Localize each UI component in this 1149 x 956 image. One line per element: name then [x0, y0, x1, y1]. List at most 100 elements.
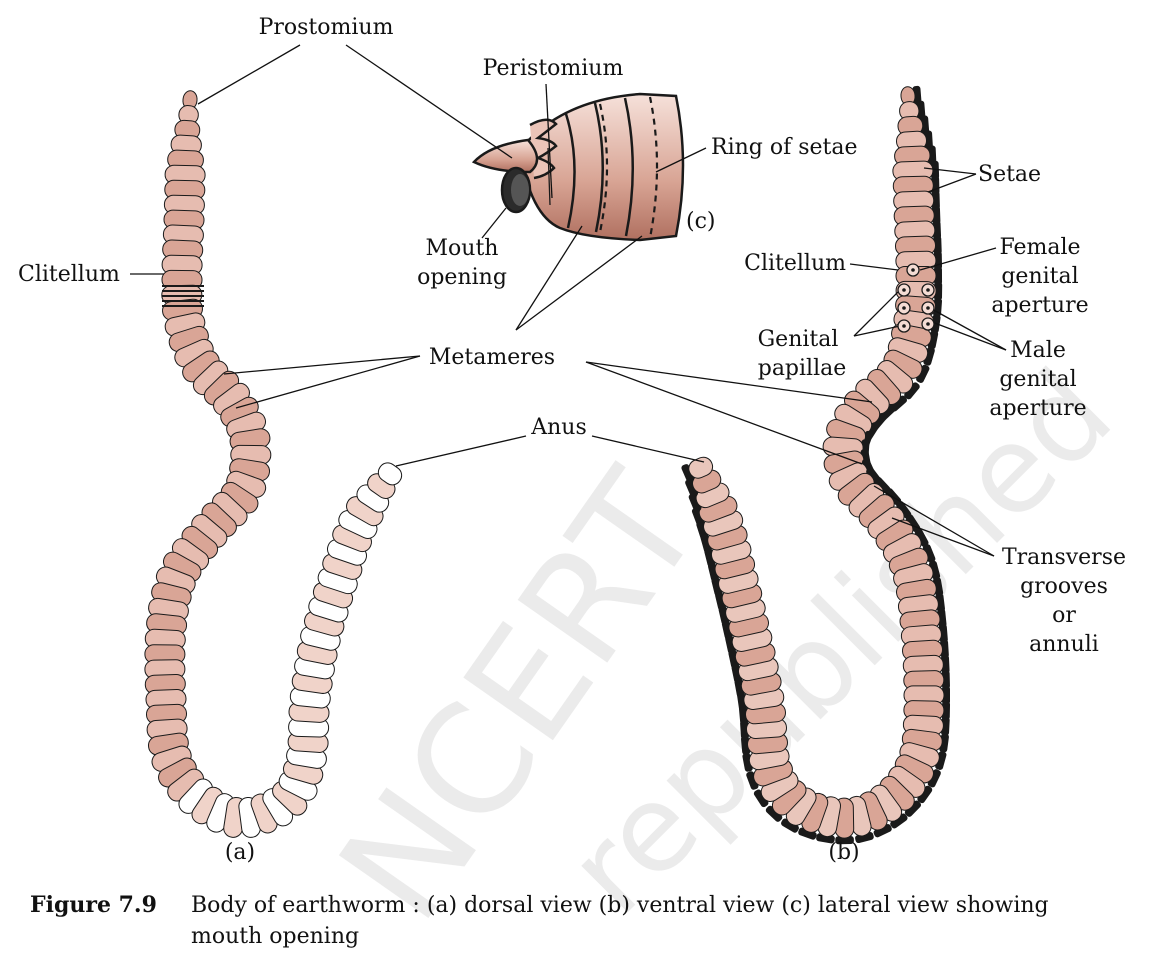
body-segment — [902, 654, 950, 676]
ring-of-setae-line — [648, 96, 659, 239]
leader-female-aperture — [919, 247, 997, 271]
leader-grooves-2 — [891, 517, 995, 557]
leader-metameres-c2 — [515, 235, 643, 331]
lateral-front-ring — [564, 113, 576, 229]
body-segment — [377, 462, 403, 486]
segment-shadow — [931, 190, 940, 210]
segment-shadow — [941, 716, 950, 736]
worm-lateral-view — [471, 92, 685, 242]
lateral-segment-line — [623, 97, 634, 237]
aperture-dot — [926, 288, 930, 292]
segment-ring — [377, 462, 403, 486]
worm-ventral-view — [681, 85, 951, 845]
segment-shadow — [890, 813, 908, 829]
segment-shadow — [904, 382, 920, 400]
label-female-aperture-1: Female — [999, 235, 1080, 260]
segment-shadow — [798, 827, 817, 840]
leader-setae-2 — [927, 173, 977, 193]
leader-setae-1 — [923, 167, 977, 175]
aperture-dot — [926, 322, 930, 326]
aperture-dot — [926, 306, 930, 310]
segment-shadow — [765, 805, 783, 822]
watermark: NCERT republished — [307, 344, 1138, 950]
leader-metameres-a2 — [235, 355, 421, 409]
leader-lines — [130, 44, 1007, 557]
segment-shadow — [941, 701, 951, 720]
label-genital-papillae-1: Genital — [758, 327, 839, 352]
body-segment — [900, 85, 922, 106]
label-grooves-3: or — [1052, 603, 1076, 628]
label-male-aperture-1: Male — [1010, 338, 1066, 363]
segment-shadow — [835, 835, 854, 845]
body-segment — [753, 770, 799, 808]
segment-shadow — [685, 478, 698, 498]
segment-shadow — [931, 205, 941, 225]
leader-male-aperture-2 — [931, 321, 1007, 351]
segment-shadow — [933, 266, 943, 285]
lateral-body — [518, 92, 685, 242]
genital-region — [897, 263, 935, 333]
labels: Prostomium Peristomium Ring of setae Mou… — [18, 15, 1126, 865]
body-segment — [879, 775, 922, 817]
label-female-aperture-3: aperture — [991, 293, 1088, 318]
label-view-b: (b) — [828, 840, 859, 865]
body-segment — [888, 544, 936, 576]
leader-clitellum-b — [849, 263, 899, 271]
leader-metameres-b1 — [585, 361, 873, 403]
body-segment — [895, 250, 943, 271]
body-segment — [894, 235, 942, 256]
label-clitellum-b: Clitellum — [744, 251, 846, 276]
leader-metameres-a1 — [223, 355, 421, 375]
leader-male-aperture-1 — [929, 307, 1007, 351]
segment-shadow — [923, 346, 935, 366]
label-prostomium: Prostomium — [259, 15, 394, 40]
segment-shadow — [940, 654, 950, 674]
body-segment — [848, 476, 891, 518]
label-metameres: Metameres — [429, 345, 555, 370]
body-segment — [893, 190, 940, 211]
segment-shadow — [681, 464, 695, 483]
label-clitellum-a: Clitellum — [18, 262, 120, 287]
segment-shadow — [927, 769, 941, 788]
ring-of-setae-line — [598, 103, 609, 233]
figure-caption-text: Body of earthworm : (a) dorsal view (b) … — [191, 893, 1049, 949]
label-mouth-opening-1: Mouth — [426, 236, 499, 261]
segment-shadow — [914, 528, 929, 547]
segment-shadow — [922, 544, 936, 563]
leader-mouth-opening — [481, 207, 507, 239]
segment-shadow — [932, 220, 942, 240]
label-grooves-2: grooves — [1020, 574, 1108, 599]
leader-papillae-1 — [853, 289, 901, 337]
leader-prostomium-c — [345, 44, 513, 159]
body-segment — [894, 145, 937, 167]
segment-shadow — [934, 281, 943, 301]
segment-ring — [688, 456, 714, 479]
body-segment — [781, 787, 817, 833]
leader-ring-of-setae — [655, 147, 707, 173]
segment-shadow — [916, 364, 930, 383]
body-segment — [765, 780, 807, 822]
segment-shadow — [941, 685, 951, 705]
body-segment — [681, 456, 714, 483]
label-anus: Anus — [530, 415, 587, 440]
aperture-dot — [902, 306, 906, 310]
figure-label: Figure 7.9 — [30, 892, 157, 918]
label-genital-papillae-2: papillae — [758, 356, 847, 381]
leader-metameres-b2 — [585, 361, 863, 465]
label-grooves-4: annuli — [1029, 632, 1099, 657]
body-segment — [897, 115, 930, 136]
segment-shadow — [930, 160, 940, 180]
label-mouth-opening-2: opening — [417, 265, 507, 290]
segment-shadow — [746, 771, 759, 790]
label-male-aperture-3: aperture — [989, 396, 1086, 421]
aperture-dot — [911, 268, 915, 272]
lateral-segment-line — [593, 102, 604, 233]
lateral-inner-line — [547, 147, 551, 206]
label-grooves-1: Transverse — [1002, 545, 1126, 570]
mouth-inner — [511, 174, 529, 206]
leader-metameres-c1 — [515, 225, 583, 331]
segment-shadow — [927, 145, 937, 165]
label-setae: Setae — [978, 162, 1041, 187]
segment-shadow — [917, 785, 933, 804]
segment-shadow — [688, 493, 702, 512]
